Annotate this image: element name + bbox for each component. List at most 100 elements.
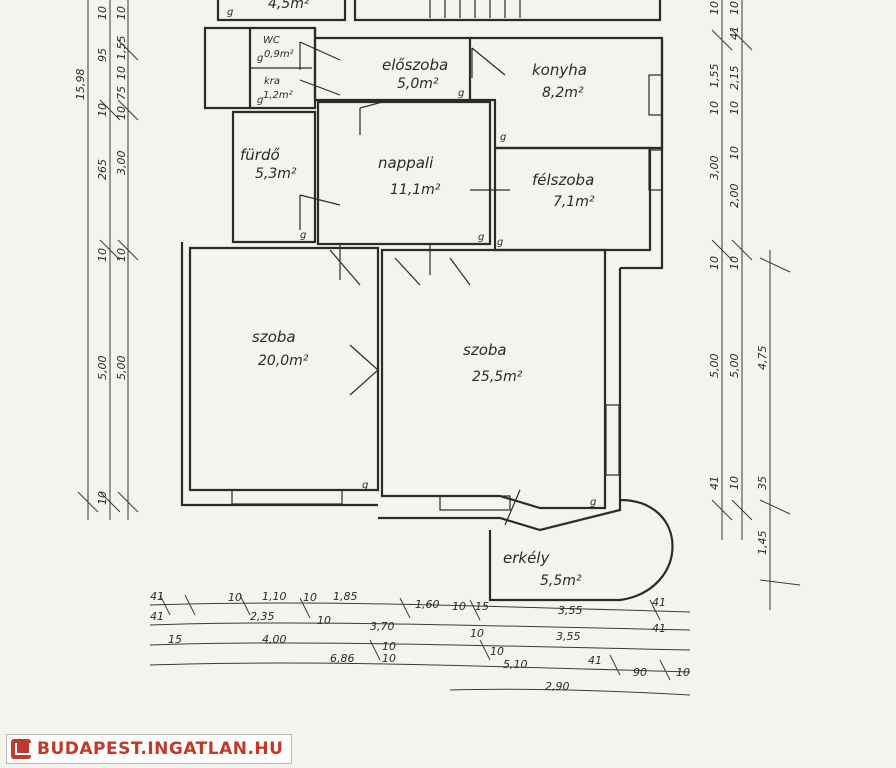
dim-right: 10 xyxy=(708,101,721,115)
dim-left-outer: 15,98 xyxy=(74,69,87,101)
door-furdo xyxy=(299,194,341,230)
dim-left: 75 xyxy=(115,86,128,100)
dim-bottom: 5,10 xyxy=(503,658,528,671)
dim-bottom: 2,35 xyxy=(250,610,275,623)
dim-left: 10 xyxy=(96,6,109,20)
dim-bottom: 10 xyxy=(228,591,242,604)
watermark-logo: BUDAPEST.INGATLAN.HU xyxy=(6,734,293,764)
nappali-area: 11,1m² xyxy=(390,182,441,198)
felszoba-walls xyxy=(493,146,652,252)
eloszoba-label: előszoba xyxy=(382,56,448,74)
erkely-area: 5,5m² xyxy=(540,573,582,589)
window-felszoba xyxy=(648,149,663,191)
dim-bottom: 10 xyxy=(452,600,466,613)
dim-bottom: 1,10 xyxy=(262,590,287,603)
szoba2-outer xyxy=(378,268,622,532)
dim-left: 1,55 xyxy=(115,36,128,61)
dim-right: 41 xyxy=(708,476,721,490)
dim-left: 5,00 xyxy=(115,356,128,381)
door-szoba1 xyxy=(329,245,361,286)
left-dimensions: 15,98 10 95 10 265 10 5,00 10 10 1,55 10… xyxy=(74,0,139,520)
window-szoba2 xyxy=(439,495,511,511)
dim-bottom: 41 xyxy=(652,596,666,609)
erkely-label: erkély xyxy=(503,549,550,567)
dim-right-outer: 4,75 xyxy=(756,346,769,371)
dim-left: 10 xyxy=(96,248,109,262)
dim-right: 10 xyxy=(708,1,721,15)
dim-bottom: 10 xyxy=(490,645,504,658)
door-swings xyxy=(299,41,521,526)
dim-bottom: 41 xyxy=(652,622,666,635)
dim-right: 3,00 xyxy=(708,156,721,181)
top-room-walls xyxy=(216,0,347,22)
door-mark: g xyxy=(362,480,368,491)
dim-right: 5,00 xyxy=(708,354,721,379)
door-eloszoba xyxy=(359,99,391,135)
dim-bottom: 10 xyxy=(382,640,396,653)
dim-bottom: 10 xyxy=(303,591,317,604)
dim-right: 10 xyxy=(728,146,741,160)
erkely-walls xyxy=(488,498,674,602)
szoba1-outer xyxy=(180,242,378,507)
dim-bottom: 2,90 xyxy=(545,680,570,693)
dim-right: 10 xyxy=(708,256,721,270)
dim-right: 1,55 xyxy=(708,64,721,89)
dim-bottom: 6,86 xyxy=(330,652,355,665)
szoba1-label: szoba xyxy=(252,328,296,346)
dim-bottom: 3,70 xyxy=(370,620,395,633)
stair xyxy=(429,0,521,18)
door-mark: g xyxy=(257,95,263,106)
door-felszoba xyxy=(470,170,510,210)
dim-bottom: 10 xyxy=(317,614,331,627)
window-konyha xyxy=(648,74,663,116)
dim-bottom: 90 xyxy=(633,666,647,679)
dim-right: 41 xyxy=(728,26,741,40)
dim-left: 10 xyxy=(96,103,109,117)
dim-bottom: 1,60 xyxy=(415,598,440,611)
dim-bottom: 3,55 xyxy=(556,630,581,643)
dim-bottom: 41 xyxy=(150,590,164,603)
furdo-area: 5,3m² xyxy=(255,166,297,182)
nappali-label: nappali xyxy=(378,154,434,172)
felszoba-area: 7,1m² xyxy=(553,194,595,210)
dim-bottom: 1,85 xyxy=(333,590,358,603)
konyha-label: konyha xyxy=(532,61,587,79)
felszoba-label: félszoba xyxy=(532,171,594,189)
house-icon xyxy=(11,739,31,759)
door-between-szoba xyxy=(349,344,379,396)
door-mark: g xyxy=(458,88,464,99)
door-mark: g xyxy=(227,7,233,18)
door-szoba2 xyxy=(394,245,471,286)
right-outer-wall xyxy=(620,40,664,270)
room-labels: 4,5m² WC 0,9m² kra 1,2m² előszoba 5,0m² … xyxy=(240,0,595,589)
dim-left: 10 xyxy=(96,491,109,505)
door-marks: g g g g g g g g g g xyxy=(227,7,596,508)
dim-right: 10 xyxy=(728,256,741,270)
dim-bottom: 41 xyxy=(588,654,602,667)
dim-left: 10 xyxy=(115,106,128,120)
dim-left: 5,00 xyxy=(96,356,109,381)
dim-bottom: 10 xyxy=(676,666,690,679)
dim-left: 265 xyxy=(96,159,109,180)
dim-left: 10 xyxy=(115,6,128,20)
dim-bottom: 15 xyxy=(475,600,489,613)
door-erkely xyxy=(504,489,521,526)
right-dimensions: 10 1,55 10 3,00 10 2,00 10 5,00 10 41 10… xyxy=(708,0,801,610)
window-szoba1 xyxy=(231,489,343,505)
dim-left: 10 xyxy=(115,248,128,262)
walls xyxy=(180,0,674,602)
nappali-walls xyxy=(316,100,492,246)
dim-right: 10 xyxy=(728,101,741,115)
dim-bottom: 10 xyxy=(382,652,396,665)
dim-bottom: 4,00 xyxy=(262,633,287,646)
dim-bottom: 41 xyxy=(150,610,164,623)
watermark-text: BUDAPEST.INGATLAN.HU xyxy=(37,739,284,759)
dim-right: 2,15 xyxy=(728,66,741,91)
dim-bottom: 3,55 xyxy=(558,604,583,617)
door-konyha xyxy=(471,47,506,78)
window-szoba2-side xyxy=(605,404,620,476)
dim-right: 10 xyxy=(728,476,741,490)
furdo-walls xyxy=(231,110,317,244)
dim-right: 10 xyxy=(728,1,741,15)
door-mark: g xyxy=(257,53,263,64)
